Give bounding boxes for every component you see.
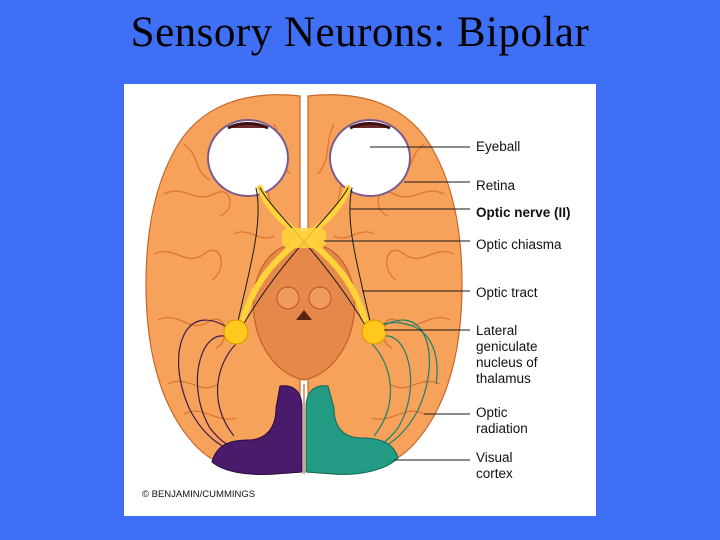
left-eyeball xyxy=(207,119,289,197)
label-eyeball: Eyeball xyxy=(476,139,521,154)
left-visual-cortex xyxy=(211,385,303,475)
right-visual-cortex xyxy=(305,385,399,475)
copyright-credit: © BENJAMIN/CUMMINGS xyxy=(142,489,256,500)
label-retina: Retina xyxy=(476,178,516,193)
figure-panel: Eyeball Retina Optic nerve (II) Optic ch… xyxy=(124,84,596,516)
right-eyeball xyxy=(329,119,411,197)
label-optic-chiasma: Optic chiasma xyxy=(476,237,562,252)
label-optic-radiation: Optic radiation xyxy=(476,405,528,436)
label-visual-cortex: Visual cortex xyxy=(476,450,513,481)
optic-chiasma xyxy=(282,228,326,248)
right-lateral-geniculate-nucleus xyxy=(361,319,387,345)
slide-title: Sensory Neurons: Bipolar xyxy=(130,9,590,56)
left-lateral-geniculate-nucleus xyxy=(223,319,249,345)
label-leader-lines xyxy=(324,146,470,461)
label-lateral-geniculate-nucleus: Lateral geniculate nucleus of thalamus xyxy=(476,323,538,386)
label-optic-nerve: Optic nerve (II) xyxy=(476,205,571,220)
right-eye-lid xyxy=(349,122,391,130)
left-eye-lid xyxy=(227,122,269,130)
visual-pathway-diagram xyxy=(145,94,470,475)
label-optic-tract: Optic tract xyxy=(476,285,538,300)
